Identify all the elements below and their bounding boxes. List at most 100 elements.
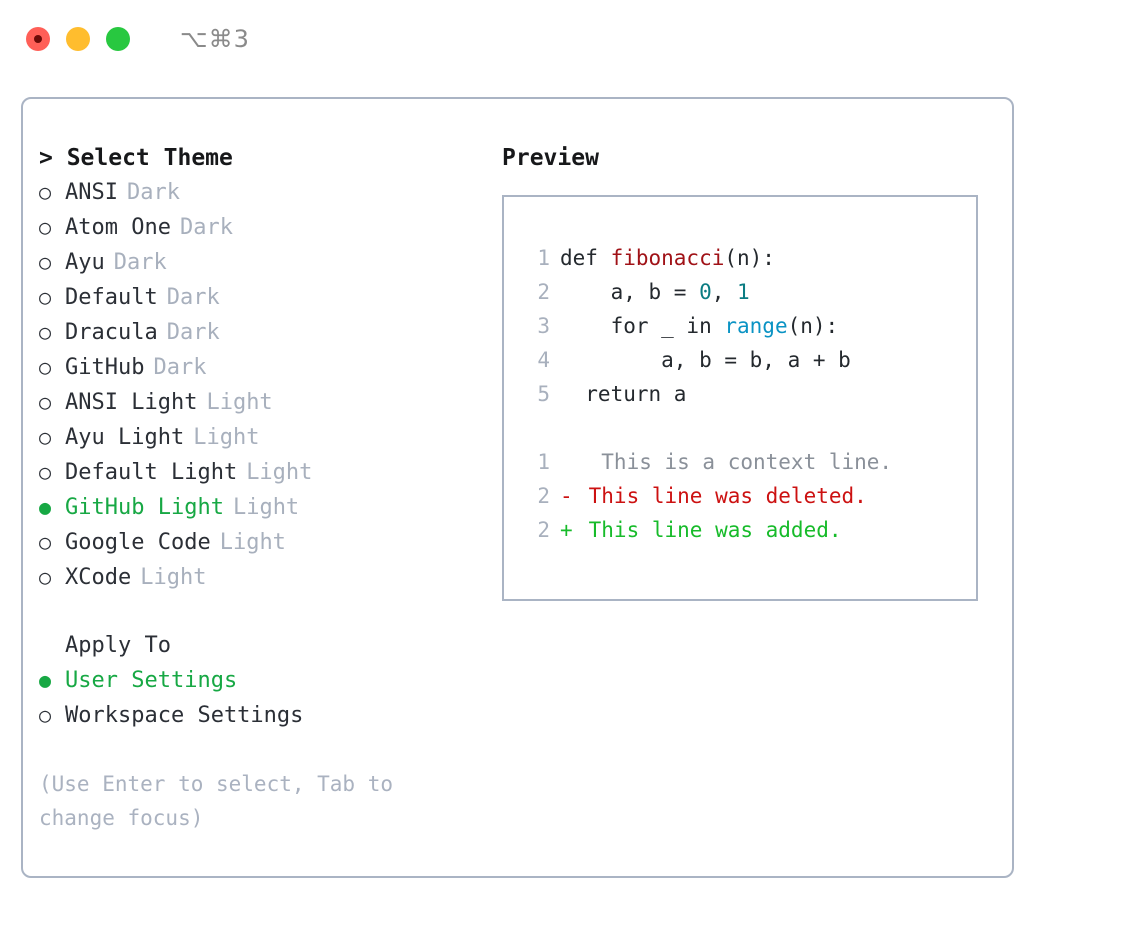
radio-unselected-icon: ○ bbox=[39, 215, 52, 239]
recording-indicator-icon bbox=[34, 35, 42, 43]
select-theme-heading: > Select Theme bbox=[39, 145, 233, 171]
theme-name-label: GitHub bbox=[65, 355, 145, 380]
code-line-content: return a bbox=[560, 377, 686, 411]
diff-line-del: 2- This line was deleted. bbox=[522, 479, 976, 513]
code-token-plain: , bbox=[711, 280, 738, 304]
code-token-plain: a, b = b, a + b bbox=[560, 348, 851, 372]
theme-name-label: Atom One bbox=[65, 215, 171, 240]
apply-to-option[interactable]: ●User Settings bbox=[39, 663, 479, 698]
code-line: 4 a, b = b, a + b bbox=[522, 343, 976, 377]
theme-name-label: GitHub Light bbox=[65, 495, 224, 520]
code-line-number: 1 bbox=[537, 246, 550, 270]
maximize-button[interactable] bbox=[106, 27, 130, 51]
radio-unselected-icon: ○ bbox=[39, 320, 52, 344]
radio-unselected-icon: ○ bbox=[39, 460, 52, 484]
radio-unselected-icon: ○ bbox=[39, 250, 52, 274]
theme-name-label: ANSI Light bbox=[65, 390, 198, 415]
code-token-plain: a, b = bbox=[560, 280, 700, 304]
minimize-button[interactable] bbox=[66, 27, 90, 51]
theme-list-item[interactable]: ○ Ayu Dark bbox=[39, 245, 479, 280]
diff-line-number: 2 bbox=[537, 518, 550, 542]
preview-heading: Preview bbox=[502, 145, 599, 171]
theme-kind-label: Light bbox=[232, 495, 300, 520]
theme-kind-label: Dark bbox=[126, 180, 180, 205]
diff-line-add: 2 + This line was added. bbox=[522, 513, 976, 547]
radio-unselected-icon: ○ bbox=[39, 390, 52, 414]
code-token-plain: (n): bbox=[787, 314, 839, 338]
code-token-plain: return a bbox=[560, 382, 687, 406]
code-token-num: 0 bbox=[699, 280, 712, 304]
code-token-fn: fibonacci bbox=[610, 246, 725, 270]
code-line-content: def fibonacci(n): bbox=[560, 241, 775, 275]
code-line: 5 return a bbox=[522, 377, 976, 411]
theme-kind-label: Light bbox=[140, 565, 207, 590]
code-line-content: a, b = b, a + b bbox=[560, 343, 851, 377]
code-line-number: 2 bbox=[537, 280, 550, 304]
code-line-number: 5 bbox=[537, 382, 550, 406]
theme-name-label: ANSI bbox=[65, 180, 118, 205]
code-token-plain: (n): bbox=[724, 246, 775, 270]
theme-kind-label: Light bbox=[193, 425, 260, 450]
theme-kind-label: Light bbox=[219, 530, 286, 555]
theme-kind-label: Dark bbox=[113, 250, 167, 275]
theme-kind-label: Dark bbox=[179, 215, 233, 240]
radio-unselected-icon: ○ bbox=[39, 180, 52, 204]
diff-marker-icon bbox=[560, 445, 576, 479]
code-line-content: for _ in range(n): bbox=[560, 309, 839, 343]
theme-list-item[interactable]: ○ ANSI Dark bbox=[39, 175, 479, 210]
code-line: 1 def fibonacci(n): bbox=[522, 241, 976, 275]
diff-marker-icon: + bbox=[560, 518, 573, 542]
code-line: 2 a, b = 0, 1 bbox=[522, 275, 976, 309]
apply-to-option[interactable]: ○Workspace Settings bbox=[39, 698, 479, 733]
radio-unselected-icon: ○ bbox=[39, 565, 52, 589]
radio-unselected-icon: ○ bbox=[39, 285, 52, 309]
radio-unselected-icon: ○ bbox=[39, 703, 52, 727]
diff-line-content: This line was added. bbox=[576, 518, 842, 542]
theme-kind-label: Light bbox=[246, 460, 313, 485]
theme-kind-label: Dark bbox=[153, 355, 207, 380]
close-button[interactable] bbox=[26, 27, 50, 51]
theme-name-label: Ayu Light bbox=[65, 425, 185, 450]
code-line: 3 for _ in range(n): bbox=[522, 309, 976, 343]
radio-unselected-icon: ○ bbox=[39, 425, 52, 449]
keyboard-hint-text: (Use Enter to select, Tab to change focu… bbox=[39, 772, 394, 830]
apply-to-group: Apply To ●User Settings○Workspace Settin… bbox=[39, 629, 479, 733]
apply-to-list[interactable]: ●User Settings○Workspace Settings bbox=[39, 663, 479, 733]
code-line-number: 3 bbox=[537, 314, 550, 338]
keyboard-shortcut-label: ⌥⌘3 bbox=[180, 25, 250, 53]
diff-marker-icon: - bbox=[560, 484, 573, 508]
diff-sample: 1 This is a context line.2- This line wa… bbox=[522, 445, 976, 547]
code-token-num: 1 bbox=[737, 280, 750, 304]
theme-list-item[interactable]: ○ Ayu Light Light bbox=[39, 420, 479, 455]
code-line-number: 4 bbox=[537, 348, 550, 372]
theme-list-item[interactable]: ○ Dracula Dark bbox=[39, 315, 479, 350]
theme-name-label: Dracula bbox=[65, 320, 158, 345]
theme-list-item[interactable]: ○ ANSI Light Light bbox=[39, 385, 479, 420]
code-line-content: a, b = 0, 1 bbox=[560, 275, 750, 309]
theme-kind-label: Light bbox=[206, 390, 273, 415]
theme-kind-label: Dark bbox=[166, 320, 220, 345]
radio-unselected-icon: ○ bbox=[39, 355, 52, 379]
title-bar: ⌥⌘3 bbox=[0, 0, 1140, 78]
apply-to-label: User Settings bbox=[65, 668, 238, 693]
diff-line-content: This line was deleted. bbox=[576, 484, 867, 508]
diff-line-context: 1 This is a context line. bbox=[522, 445, 976, 479]
theme-name-label: Ayu bbox=[65, 250, 105, 275]
theme-list-item[interactable]: ○ Atom One Dark bbox=[39, 210, 479, 245]
diff-line-number: 1 bbox=[537, 450, 550, 474]
code-token-plain: for _ in bbox=[560, 314, 725, 338]
radio-unselected-icon: ○ bbox=[39, 530, 52, 554]
theme-list-item[interactable]: ○ GitHub Dark bbox=[39, 350, 479, 385]
